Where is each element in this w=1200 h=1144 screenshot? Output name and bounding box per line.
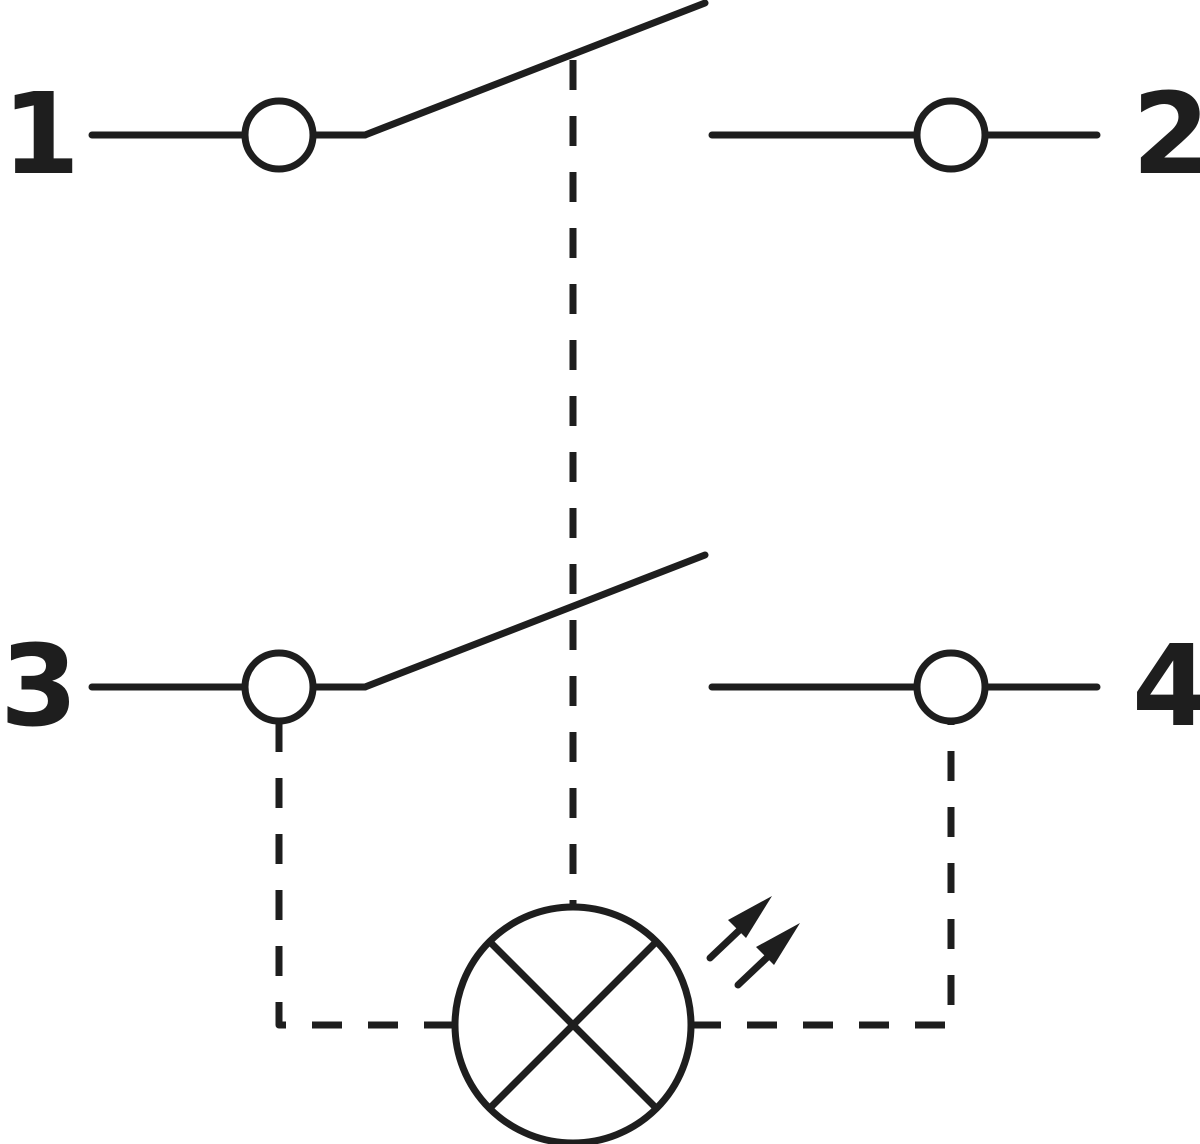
terminal-4-node bbox=[913, 649, 989, 725]
lamp-wire-left bbox=[275, 722, 455, 1029]
switch-contact-upper bbox=[361, 0, 709, 139]
terminal-3-label: 3 bbox=[0, 622, 78, 752]
terminal-4-label: 4 bbox=[1132, 622, 1200, 752]
terminal-1-label: 1 bbox=[2, 70, 80, 200]
terminal-1-node bbox=[241, 97, 317, 173]
lamp-wire-right bbox=[691, 722, 955, 1029]
switch-contact-lower bbox=[361, 551, 709, 691]
terminal-2-node bbox=[913, 97, 989, 173]
lamp-cross-b bbox=[486, 938, 660, 1112]
light-arrow-2-head bbox=[756, 923, 800, 965]
terminal-3-node bbox=[241, 649, 317, 725]
terminal-2-label: 2 bbox=[1132, 70, 1200, 200]
light-arrow-1-head bbox=[728, 896, 772, 938]
